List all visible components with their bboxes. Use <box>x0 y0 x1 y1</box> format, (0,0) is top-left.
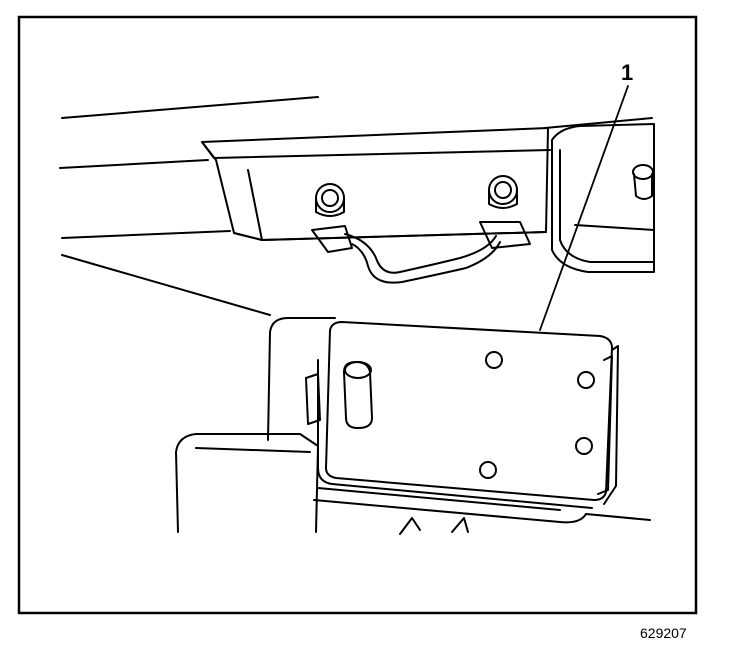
bg-line-2 <box>59 159 209 169</box>
module-hole-2 <box>577 371 595 389</box>
harness-clip-right <box>479 221 531 249</box>
bolt-left <box>315 183 345 217</box>
lower-shelf-2 <box>399 517 469 535</box>
lower-body-panel <box>267 317 336 441</box>
figure-number: 629207 <box>640 625 687 641</box>
right-stud <box>632 164 654 200</box>
right-structure-inner <box>559 149 655 263</box>
linework <box>59 85 655 535</box>
bg-line-5 <box>544 117 653 129</box>
lower-body-block-top <box>195 447 311 453</box>
module-connector <box>343 361 373 429</box>
callout-label-1: 1 <box>621 60 633 85</box>
bg-line-4 <box>61 254 271 316</box>
callout-leader <box>539 85 629 331</box>
bolt-right <box>488 175 518 209</box>
module-body <box>325 321 613 501</box>
bg-line-3 <box>61 230 231 239</box>
rail-lower-edge <box>233 231 547 241</box>
rail-front-face <box>201 141 551 159</box>
module-hole-4 <box>479 461 497 479</box>
lower-shelf <box>313 499 651 524</box>
module-bracket-right <box>597 355 613 495</box>
bg-line-1 <box>61 96 319 119</box>
figure-border <box>17 15 698 615</box>
module-bracket-left <box>305 373 321 425</box>
mounting-rail <box>201 127 549 241</box>
module-hole-3 <box>575 437 593 455</box>
rail-side <box>247 169 263 241</box>
wire-harness <box>344 233 501 284</box>
module-hole-1 <box>485 351 503 369</box>
module-connector-top <box>344 361 372 379</box>
lower-shelf-3 <box>317 487 561 511</box>
harness-clip-left <box>311 225 353 253</box>
right-structure <box>551 123 655 273</box>
right-structure-line <box>574 224 655 231</box>
module-edge <box>317 345 619 509</box>
lower-body-block <box>175 433 319 533</box>
